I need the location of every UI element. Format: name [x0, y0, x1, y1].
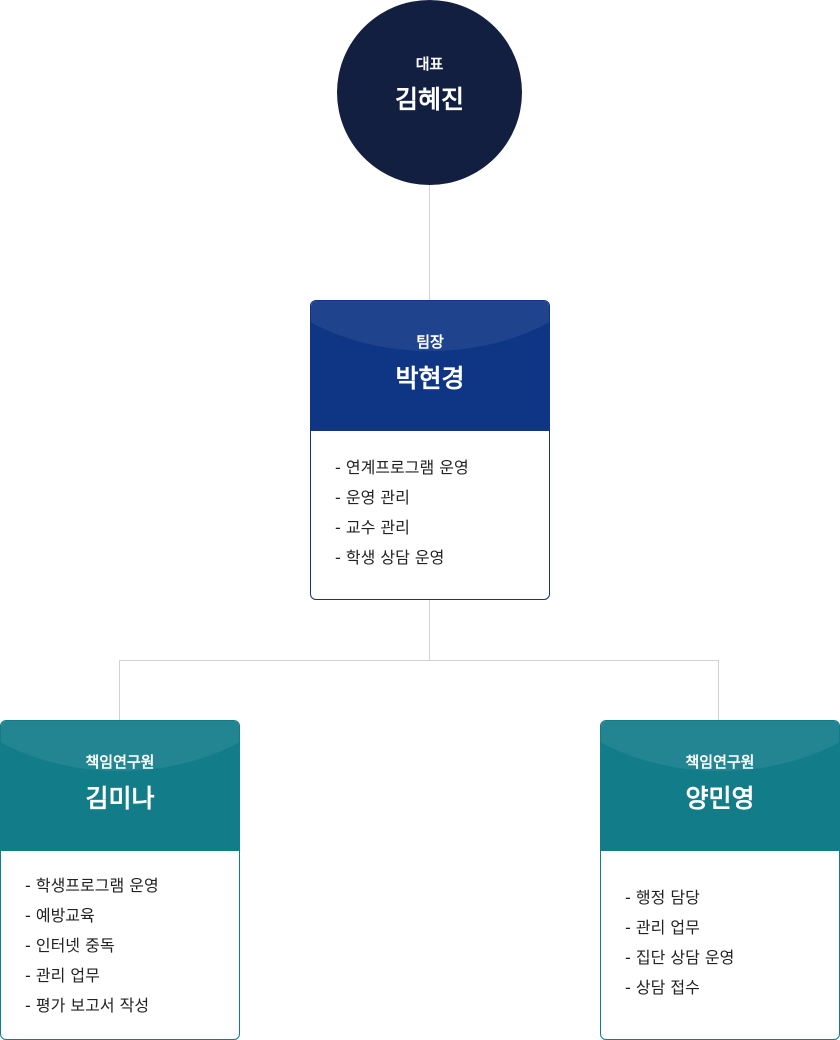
- researcher-name: 김미나: [85, 784, 155, 813]
- duty-item: 행정 담당: [625, 883, 839, 913]
- researcher-card-right: 책임연구원 양민영 행정 담당 관리 업무 집단 상담 운영 상담 접수: [600, 720, 840, 1040]
- researcher-name: 양민영: [685, 784, 755, 813]
- duty-item: 예방교육: [25, 901, 239, 931]
- team-leader-role: 팀장: [416, 333, 444, 351]
- researcher-role: 책임연구원: [85, 753, 155, 771]
- team-leader-name: 박현경: [395, 364, 465, 393]
- ceo-role: 대표: [415, 55, 444, 73]
- duty-item: 관리 업무: [25, 961, 239, 991]
- researcher-role: 책임연구원: [685, 753, 755, 771]
- team-leader-header: 팀장 박현경: [311, 301, 549, 431]
- connector-to-researcher-left: [119, 660, 120, 720]
- researcher-duties: 행정 담당 관리 업무 집단 상담 운영 상담 접수: [601, 851, 839, 1003]
- ceo-node: 대표 김혜진: [337, 0, 522, 185]
- duty-item: 학생프로그램 운영: [25, 871, 239, 901]
- duty-item: 상담 접수: [625, 973, 839, 1003]
- duty-item: 집단 상담 운영: [625, 943, 839, 973]
- duty-item: 운영 관리: [335, 483, 549, 513]
- ceo-name: 김혜진: [394, 85, 464, 114]
- connector-ceo-to-leader: [429, 185, 430, 300]
- duty-item: 관리 업무: [625, 913, 839, 943]
- duty-item: 연계프로그램 운영: [335, 453, 549, 483]
- team-leader-card: 팀장 박현경 연계프로그램 운영 운영 관리 교수 관리 학생 상담 운영: [310, 300, 550, 600]
- connector-leader-down: [429, 600, 430, 660]
- duty-item: 평가 보고서 작성: [25, 991, 239, 1021]
- researcher-card-left: 책임연구원 김미나 학생프로그램 운영 예방교육 인터넷 중독 관리 업무 평가…: [0, 720, 240, 1040]
- researcher-header: 책임연구원 김미나: [1, 721, 239, 851]
- duty-item: 교수 관리: [335, 513, 549, 543]
- connector-to-researcher-right: [718, 660, 719, 720]
- duty-item: 인터넷 중독: [25, 931, 239, 961]
- duty-item: 학생 상담 운영: [335, 543, 549, 573]
- researcher-duties: 학생프로그램 운영 예방교육 인터넷 중독 관리 업무 평가 보고서 작성: [1, 851, 239, 1021]
- researcher-header: 책임연구원 양민영: [601, 721, 839, 851]
- team-leader-duties: 연계프로그램 운영 운영 관리 교수 관리 학생 상담 운영: [311, 431, 549, 573]
- connector-horizontal: [119, 660, 719, 661]
